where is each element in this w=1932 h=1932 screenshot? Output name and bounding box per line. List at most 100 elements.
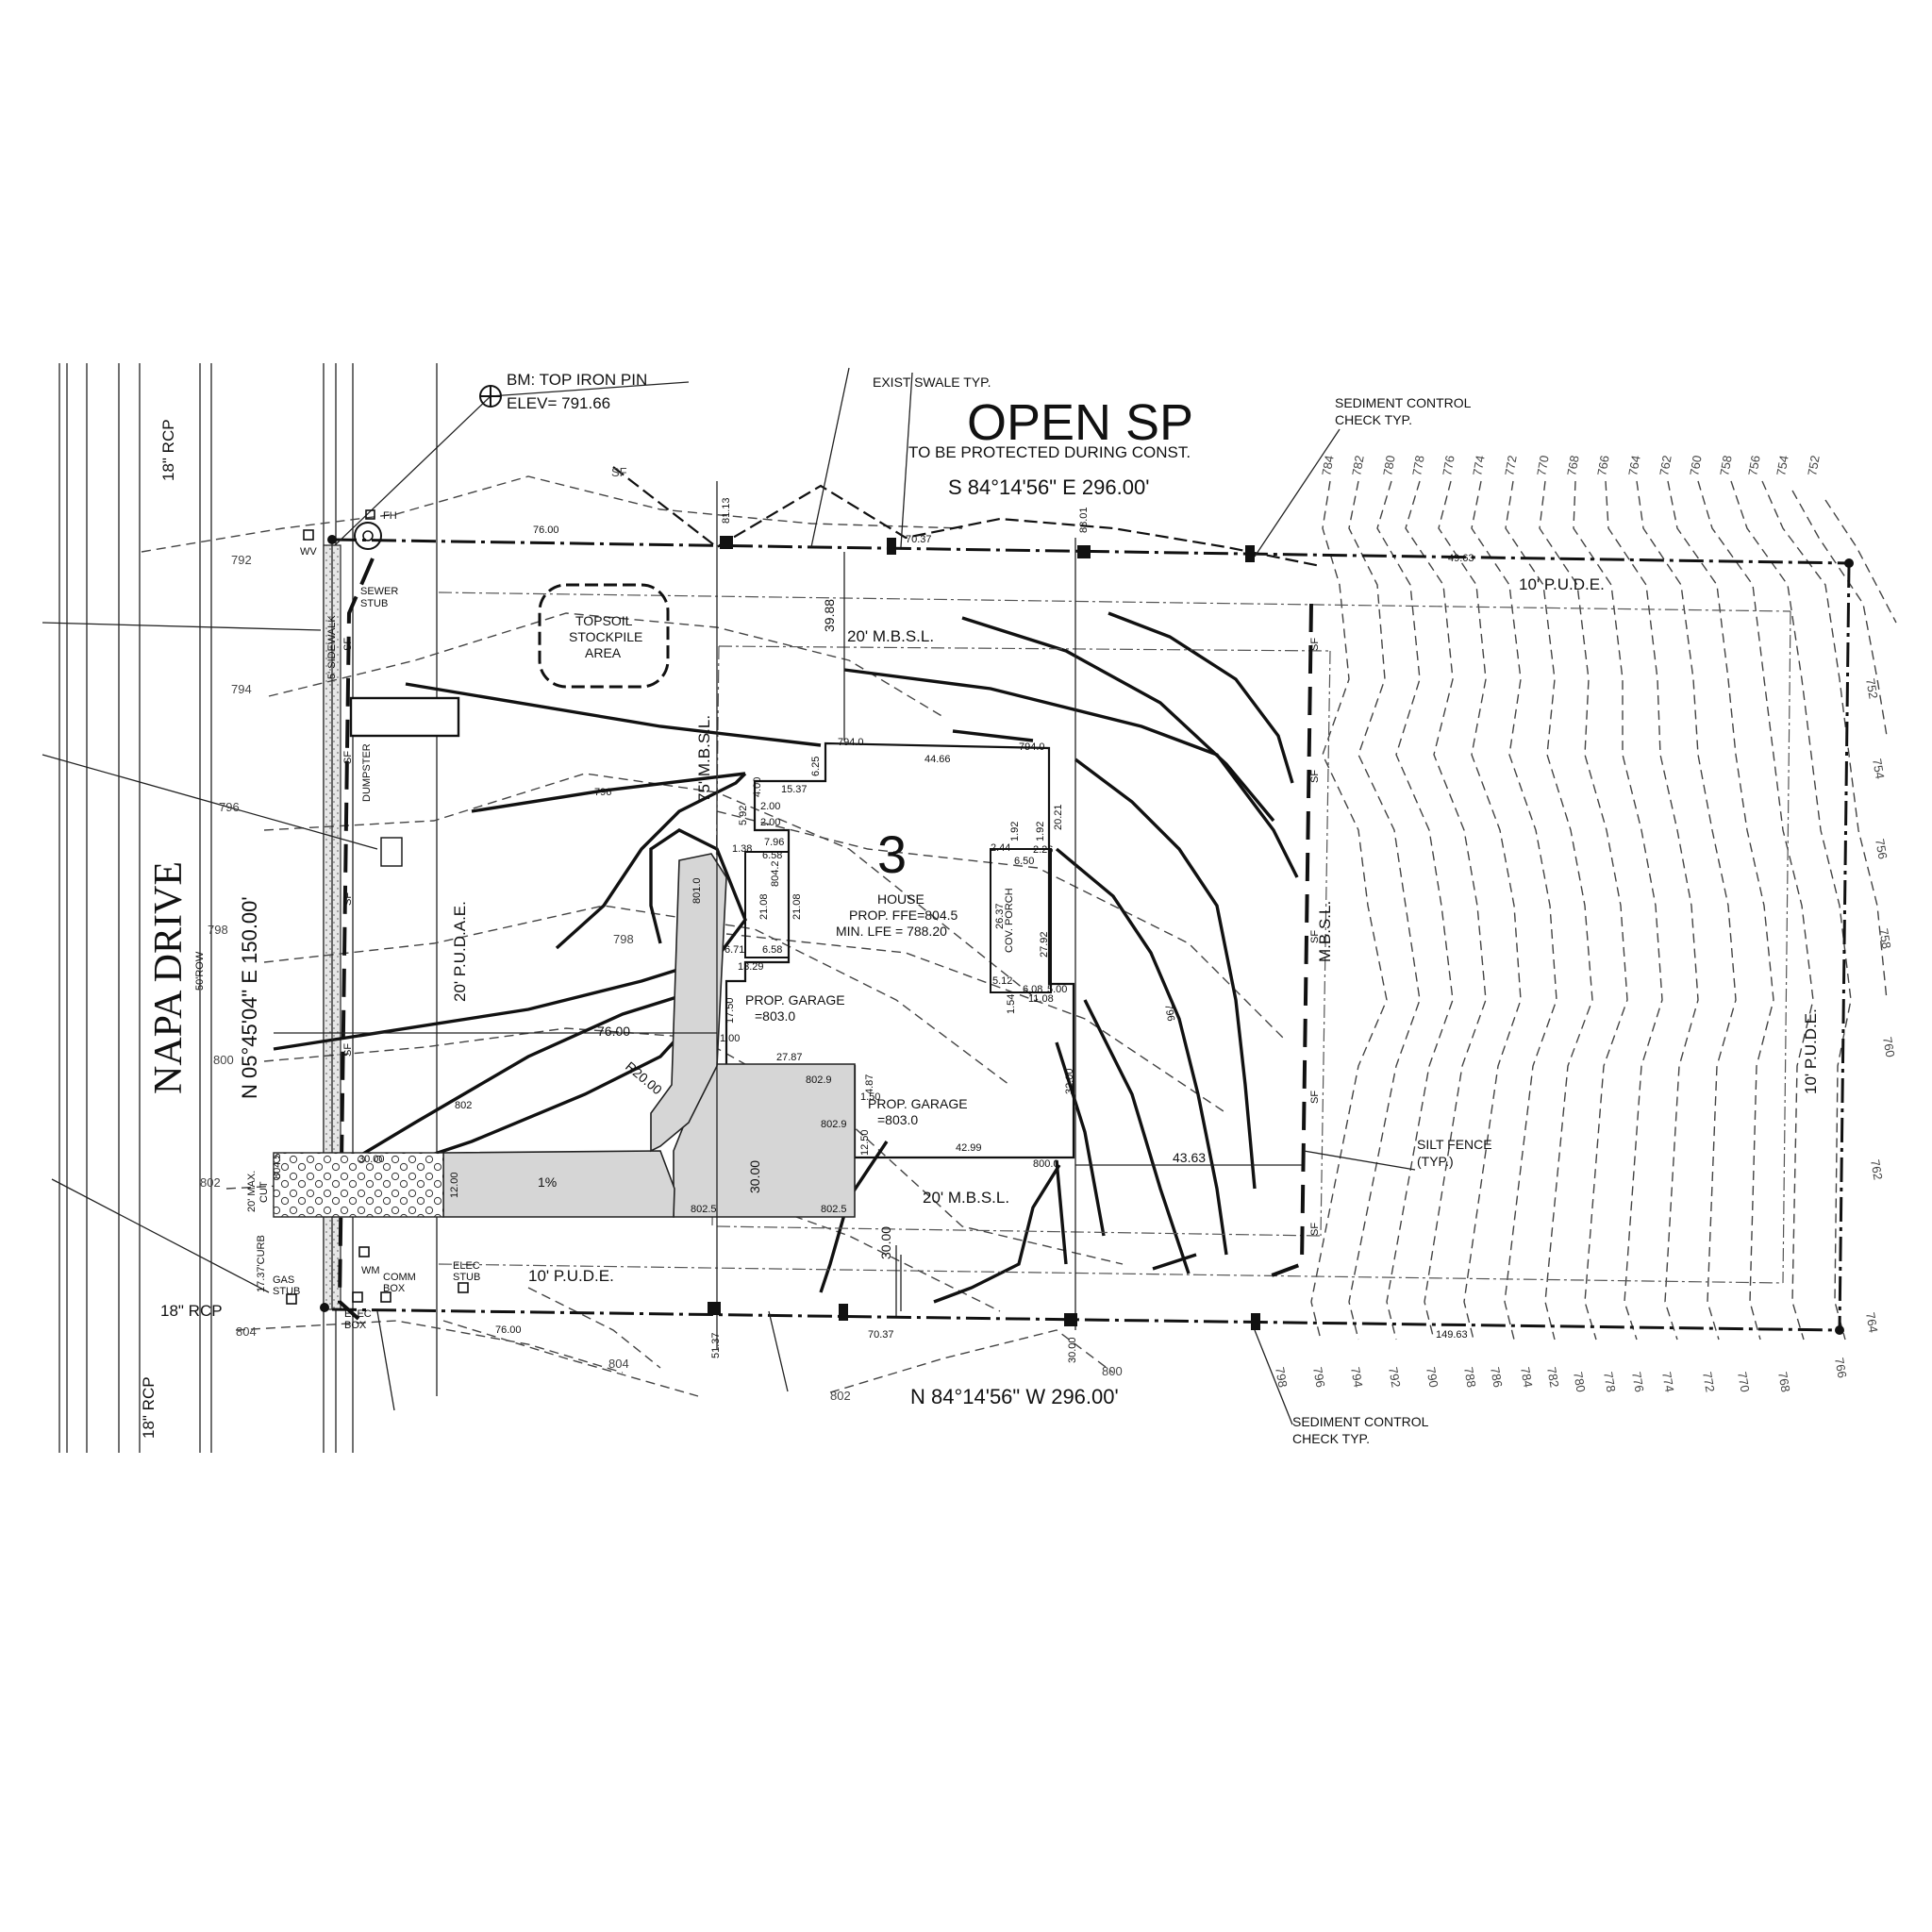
spot-elev: 794.0 [1019,741,1045,753]
comm-box-label-2: BOX [383,1283,406,1294]
contour-label: 802 [200,1175,221,1190]
spot-elev: 804.2 [770,860,781,887]
wm-label: WM [361,1265,380,1276]
sf-label: SF [1309,770,1321,783]
gas-stub-label-2: STUB [273,1286,300,1297]
elec-box-label-2: BOX [344,1320,367,1331]
comm-box-label-1: COMM [383,1272,416,1283]
contour-label: 800 [1102,1364,1123,1378]
leader-lines [42,367,1416,1425]
garage-1-elev: =803.0 [755,1008,795,1024]
open-space-title: OPEN SP [967,394,1193,451]
sewer-stub-label-1: SEWER [360,586,398,597]
dim-2792: 27.92 [1039,931,1050,958]
elec-stub-icon [458,1282,469,1293]
contour-label: 752 [1863,677,1881,700]
max-cut-label-1: 20' MAX. [246,1171,258,1212]
dim-3988: 39.88 [822,599,837,632]
dim-3000-w: 30.00 [358,1154,385,1165]
contour-label: 782 [1544,1366,1562,1389]
sediment-bottom-label-1: SEDIMENT CONTROL [1292,1414,1429,1429]
mbsl-front-label: 75' M.B.S.L. [695,715,713,802]
contour-label: 802 [455,1100,472,1111]
contour-label: 770 [1534,455,1552,477]
dim-2021: 20.21 [1053,804,1064,830]
dim-2787: 27.87 [776,1052,803,1063]
contour-label: 756 [1873,838,1890,860]
garage-2-elev: =803.0 [877,1112,918,1127]
dimension-lines [274,1032,1302,1316]
topsoil-label-3: AREA [585,645,622,660]
contour-label: 766 [1832,1357,1850,1379]
curb-inlet-icon [380,837,403,867]
dim-671: 6.71 [724,944,744,956]
contour-label: 794 [1348,1366,1366,1389]
dim-3000-g: 30.00 [747,1160,762,1193]
open-space-subtitle: TO BE PROTECTED DURING CONST. [908,443,1191,461]
spot-elev: 802.9 [821,1119,847,1130]
house-footprint [724,741,1075,1159]
mbsl-south-label: 20' M.B.S.L. [923,1189,1009,1207]
dim-1250: 12.50 [859,1129,871,1156]
contour-label: 762 [1868,1158,1886,1181]
contour-label: 804 [608,1357,629,1371]
contour-label: 792 [1386,1366,1404,1389]
fire-hydrant-icon [354,522,382,550]
contour-label: 784 [1518,1366,1536,1389]
spot-elev: 802.5 [821,1204,847,1215]
gas-stub-icon [286,1293,297,1305]
sewer-stub-label-2: STUB [360,598,388,609]
contour-label: 778 [1601,1371,1619,1393]
contour-label: 754 [1870,758,1888,780]
dim-512: 5.12 [992,975,1012,987]
sf-label: SF [1309,638,1321,651]
contour-label: 766 [1594,455,1612,477]
gas-stub-label-1: GAS [273,1274,294,1286]
contour-label: 772 [1700,1371,1718,1393]
dim-3200: 32.00 [1064,1068,1075,1094]
water-meter-icon [358,1246,370,1257]
pude-east-label: 10' P.U.D.E. [1802,1008,1820,1094]
curb-label: 17.37'CURB [256,1235,267,1292]
dim-8113: 81.13 [721,497,732,524]
contour-label: 784 [1319,455,1337,477]
sf-label: SF [342,1043,354,1057]
garage-1-label: PROP. GARAGE [745,992,845,1008]
contour-label: 776 [1629,1371,1647,1393]
contour-label: 802 [830,1389,851,1403]
contour-label: SF [611,465,627,479]
contour-label: 798 [208,923,228,937]
spot-elev: 801.0 [691,877,703,904]
dim-2108b: 21.08 [791,893,803,920]
dim-154: 1.54 [1006,994,1017,1014]
contour-label: 798 [613,932,634,946]
sediment-bottom-label-2: CHECK TYP. [1292,1431,1370,1446]
contour-label: 756 [1745,455,1763,477]
dim-400: 4.00 [752,777,763,797]
dim-487: 4.87 [864,1074,875,1094]
contour-label: 796 [594,787,611,798]
dim-7037-top: 70.37 [906,534,932,545]
contour-label: 774 [1659,1371,1677,1393]
sf-label: SF [1309,1223,1321,1236]
contour-label: 760 [1687,455,1705,477]
contour-label: 754 [1774,455,1791,477]
pude-south-label: 10' P.U.D.E. [528,1267,614,1285]
north-bearing: S 84°14'56" E 296.00' [948,475,1149,499]
garage-driveway [273,853,856,1218]
contour-label: 790 [1424,1366,1441,1389]
benchmark-elev: ELEV= 791.66 [507,394,610,412]
contour-label: 782 [1349,455,1367,477]
sf-label: SF [342,638,354,651]
topsoil-stockpile-area [538,583,670,689]
exist-swale-label: EXIST SWALE TYP. [873,375,991,390]
contour-label: 758 [1876,927,1894,950]
labels: BM: TOP IRON PIN ELEV= 791.66 EXIST SWAL… [140,371,1898,1446]
spot-elev: 802.9 [806,1074,832,1086]
dim-592: 5.92 [738,806,749,825]
dim-100: 1.00 [720,1033,740,1044]
dim-1329: 13.29 [738,961,764,973]
contour-label: 752 [1805,455,1823,477]
property-markers [286,385,1854,1335]
